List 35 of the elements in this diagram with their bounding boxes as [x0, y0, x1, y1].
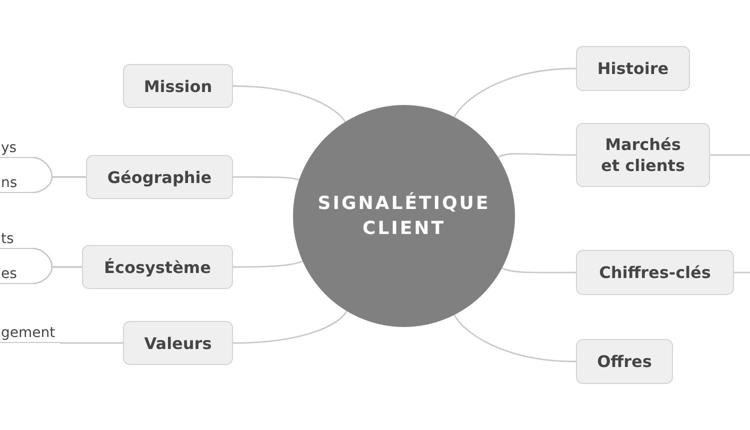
topic-box	[123, 321, 233, 365]
connector-line	[233, 260, 303, 268]
topic-label: Mission	[144, 76, 212, 96]
connector-line	[502, 267, 576, 274]
topic-box	[576, 339, 673, 384]
topic-box	[576, 46, 690, 91]
topic-label: Géographie	[107, 166, 212, 188]
connector-line	[233, 176, 300, 181]
subtopic-label: gement	[0, 325, 60, 343]
connector-line	[232, 85, 346, 122]
subtopic-label: es	[0, 266, 33, 284]
subtopic-label: ts	[0, 231, 33, 249]
topic-label: Chiffres-clés	[599, 262, 711, 283]
topic-box	[123, 64, 233, 108]
topic-box	[576, 250, 734, 295]
topic-label: Offres	[597, 351, 652, 372]
connector-line	[454, 314, 576, 362]
connector-line	[32, 266, 82, 284]
connector-line	[498, 153, 576, 158]
topic-label: Marchés et clients	[600, 134, 686, 176]
topic-label: Valeurs	[144, 332, 212, 354]
topic-box	[576, 123, 710, 187]
topic-label: Histoire	[597, 58, 669, 79]
central-topic-label: SIGNALÉTIQUE CLIENT	[316, 191, 492, 241]
topic-label: Écosystème	[104, 256, 211, 278]
connector-line	[710, 154, 750, 156]
subtopic-label: ns	[0, 175, 33, 193]
topic-box	[86, 155, 233, 199]
connector-line	[32, 176, 86, 194]
connector-line	[60, 342, 123, 344]
topic-box	[82, 245, 233, 289]
connector-line	[454, 68, 576, 118]
connector-line	[232, 310, 348, 344]
connector-line	[734, 272, 750, 274]
subtopic-label: ys	[0, 140, 33, 158]
